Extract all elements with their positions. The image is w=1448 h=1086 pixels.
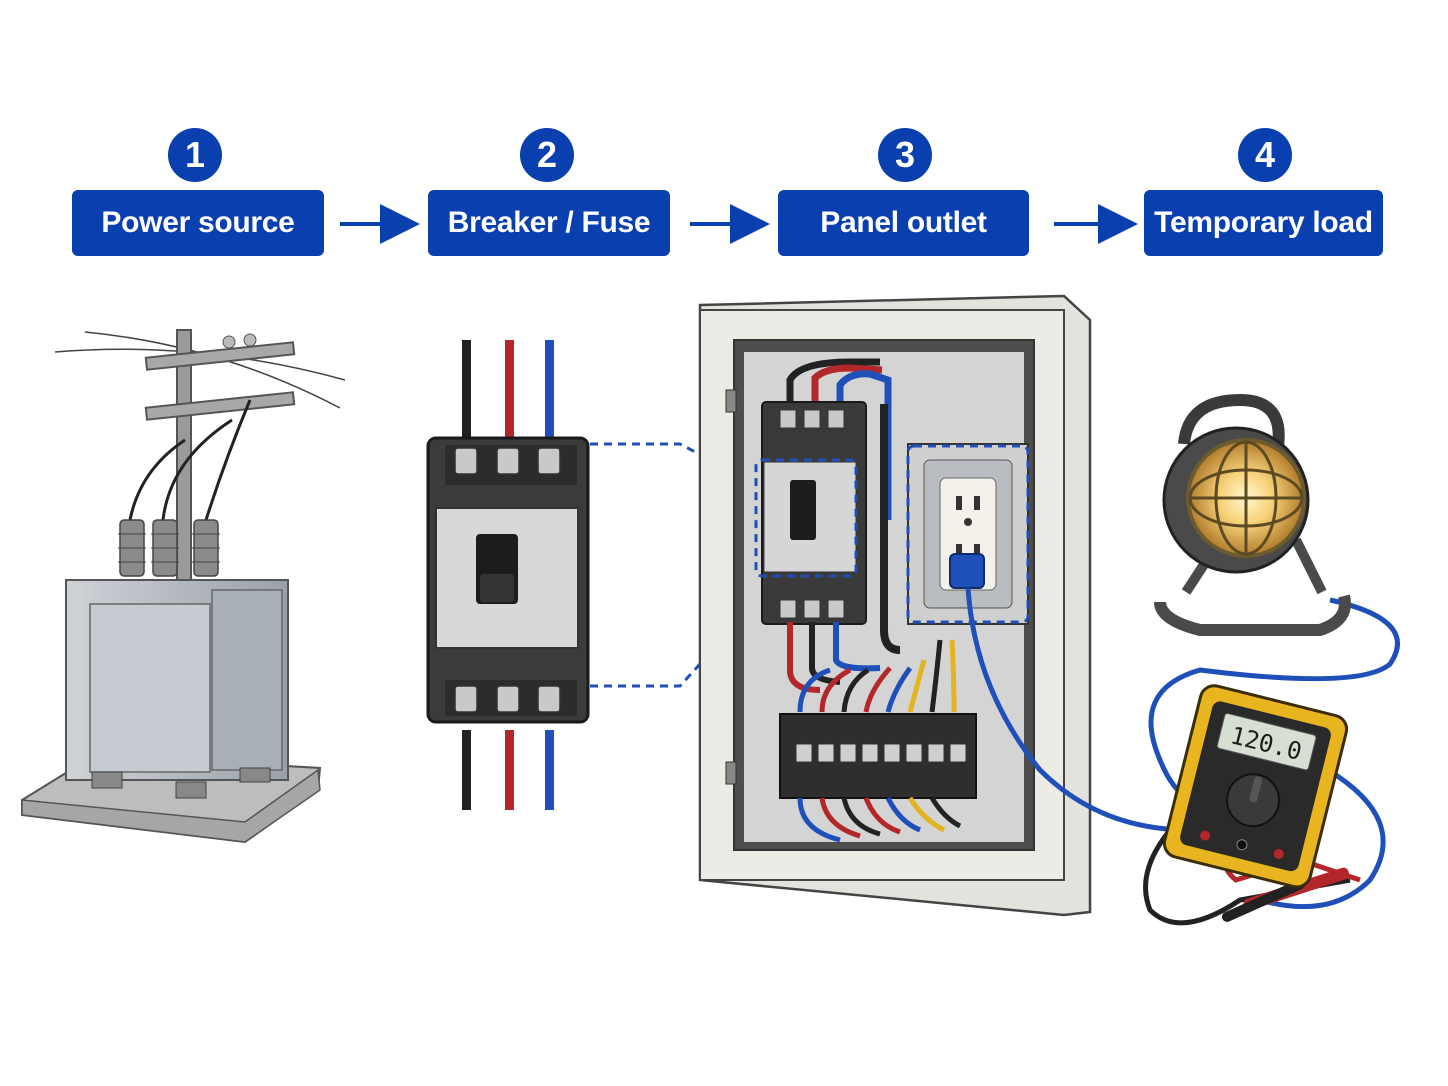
step-3-label: Panel outlet [778,190,1029,256]
transformer-illustration [21,329,346,844]
step-2-label: Breaker / Fuse [428,190,670,256]
step-1-label: Power source [72,190,324,256]
step-3-number: 3 [878,128,932,182]
step-1-number: 1 [168,128,222,182]
step-2-number: 2 [520,128,574,182]
temporary-load-illustration: 120.0 [965,393,1400,926]
step-4-number: 4 [1238,128,1292,182]
breaker-illustration [426,340,590,810]
electrical-panel-illustration [698,294,1092,917]
step-4-label: Temporary load [1144,190,1383,256]
